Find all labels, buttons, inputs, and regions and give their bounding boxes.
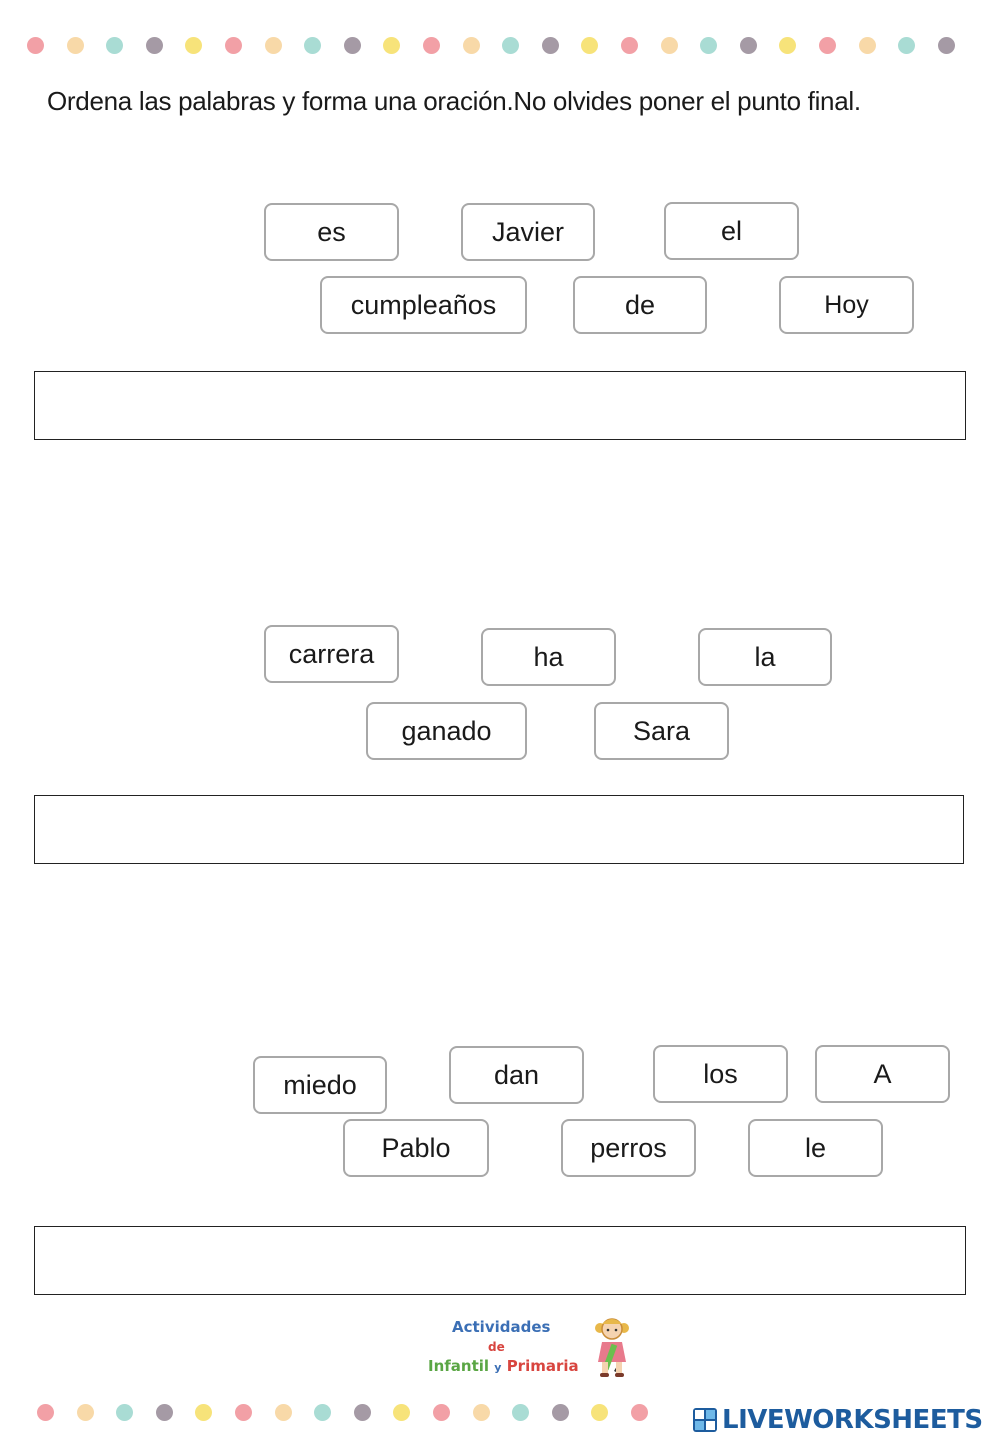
liveworksheets-text: LIVEWORKSHEETS [722, 1405, 983, 1435]
logo-word-y: y [494, 1361, 502, 1374]
decorative-dot [898, 37, 916, 54]
word-tile[interactable]: de [573, 276, 707, 334]
decorative-dot [512, 1404, 530, 1421]
decorative-dot [76, 1404, 94, 1421]
decorative-dot [462, 37, 480, 54]
decorative-dot [819, 37, 836, 54]
word-tile[interactable]: miedo [253, 1056, 387, 1114]
footer-logo: Actividades de Infantil y Primaria [424, 1314, 634, 1382]
word-tile[interactable]: Hoy [779, 276, 914, 334]
decorative-dot [433, 1404, 450, 1421]
answer-lines[interactable] [34, 1226, 966, 1295]
decorative-dot [195, 1404, 213, 1421]
word-tile[interactable]: ha [481, 628, 616, 686]
decorative-dot [779, 37, 797, 54]
decorative-dot [66, 37, 84, 54]
word-tile[interactable]: cumpleaños [320, 276, 527, 334]
logo-word-primaria: Primaria [506, 1357, 579, 1375]
decorative-dot [145, 37, 163, 54]
logo-line-1: Actividades [452, 1318, 551, 1336]
decorative-dot [304, 37, 322, 54]
decorative-dot [225, 37, 242, 54]
logo-word-infantil: Infantil [428, 1357, 490, 1375]
decorative-dot [235, 1404, 252, 1421]
decorative-dot [631, 1404, 648, 1421]
decorative-dots-bottom [0, 1404, 1000, 1428]
decorative-dot [27, 37, 44, 54]
logo-line-2: de [488, 1340, 505, 1354]
word-tile[interactable]: perros [561, 1119, 696, 1177]
word-tile[interactable]: el [664, 202, 799, 260]
decorative-dot [581, 37, 599, 54]
decorative-dot [551, 1404, 569, 1421]
decorative-dot [185, 37, 203, 54]
decorative-dot [353, 1404, 371, 1421]
word-tile[interactable]: Javier [461, 203, 595, 261]
word-tile[interactable]: ganado [366, 702, 527, 760]
answer-lines[interactable] [34, 371, 966, 440]
liveworksheets-logo-icon [693, 1408, 717, 1432]
decorative-dot [660, 37, 678, 54]
decorative-dot [343, 37, 361, 54]
word-tile[interactable]: Pablo [343, 1119, 489, 1177]
decorative-dot [423, 37, 440, 54]
word-tile[interactable]: le [748, 1119, 883, 1177]
word-tile[interactable]: carrera [264, 625, 399, 683]
word-tile[interactable]: A [815, 1045, 950, 1103]
decorative-dot [739, 37, 757, 54]
liveworksheets-brand[interactable]: LIVEWORKSHEETS [692, 1402, 983, 1438]
word-tile[interactable]: los [653, 1045, 788, 1103]
decorative-dot [155, 1404, 173, 1421]
decorative-dot [858, 37, 876, 54]
decorative-dot [700, 37, 718, 54]
decorative-dots-top [0, 37, 1000, 61]
word-tile[interactable]: la [698, 628, 832, 686]
word-tile[interactable]: Sara [594, 702, 729, 760]
decorative-dot [274, 1404, 292, 1421]
decorative-dot [383, 37, 401, 54]
decorative-dot [37, 1404, 54, 1421]
girl-with-pencil-icon [595, 1318, 629, 1377]
decorative-dot [591, 1404, 609, 1421]
logo-line-3: Infantil y Primaria [428, 1357, 579, 1375]
answer-lines[interactable] [34, 795, 964, 864]
decorative-dot [621, 37, 638, 54]
decorative-dot [937, 37, 955, 54]
word-tile[interactable]: dan [449, 1046, 584, 1104]
instruction-text: Ordena las palabras y forma una oración.… [47, 86, 861, 116]
decorative-dot [264, 37, 282, 54]
decorative-dot [314, 1404, 332, 1421]
decorative-dot [393, 1404, 411, 1421]
decorative-dot [116, 1404, 134, 1421]
decorative-dot [541, 37, 559, 54]
decorative-dot [472, 1404, 490, 1421]
decorative-dot [106, 37, 124, 54]
word-tile[interactable]: es [264, 203, 399, 261]
decorative-dot [502, 37, 520, 54]
